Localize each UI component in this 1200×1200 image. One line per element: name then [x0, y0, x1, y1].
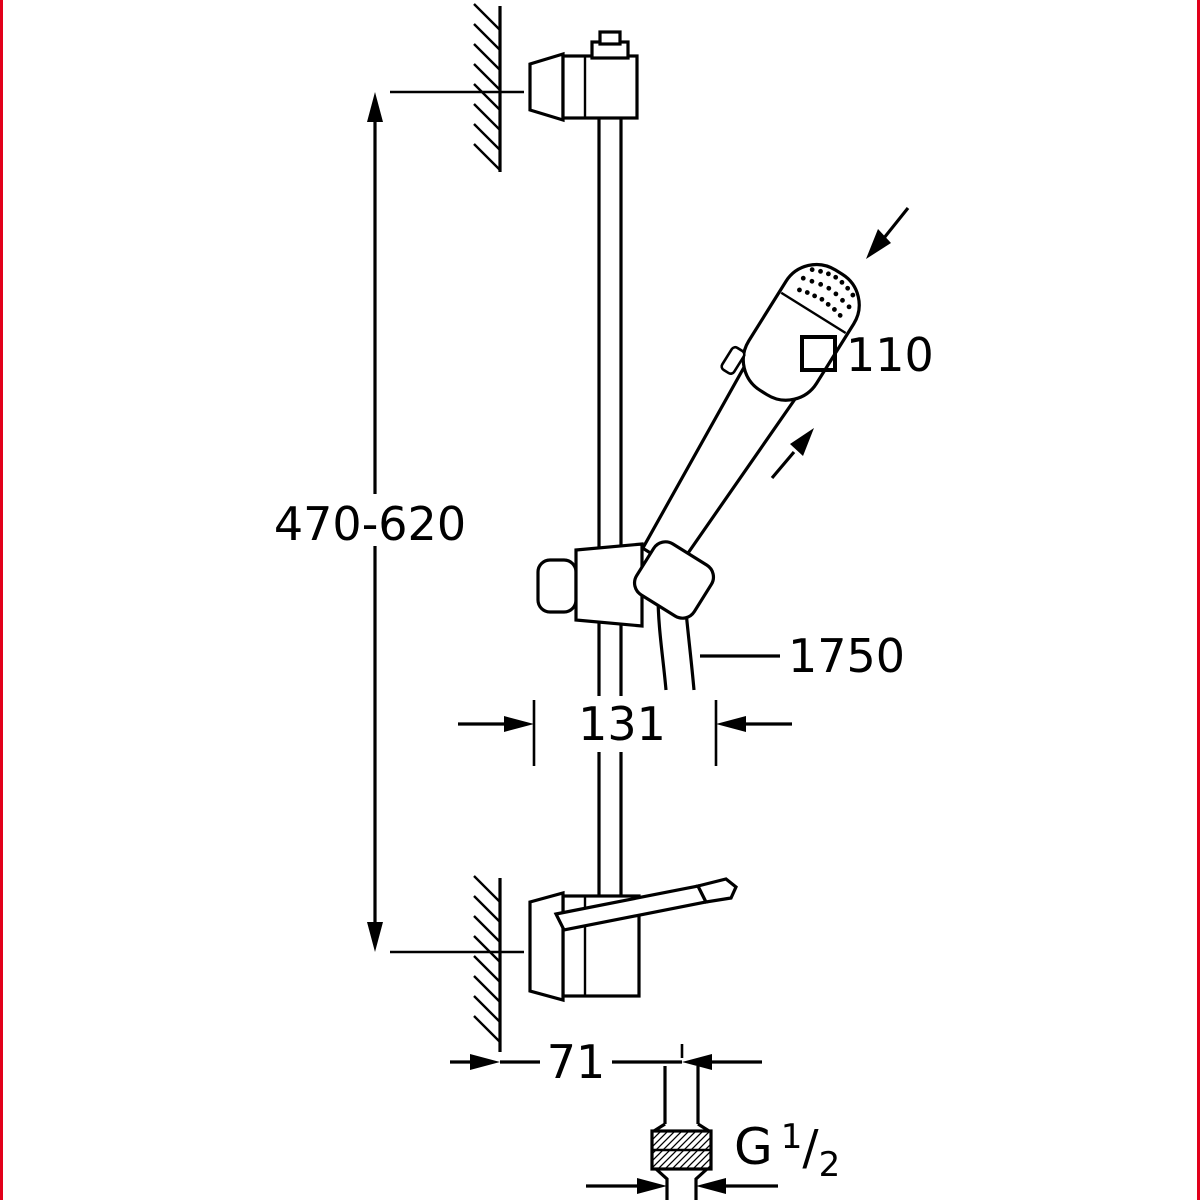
left-edge-accent-line — [0, 0, 3, 1200]
arrowhead-down-left — [866, 229, 891, 259]
thread-numerator: 1 — [781, 1117, 803, 1157]
right-edge-accent-line — [1197, 0, 1200, 1200]
thread-slash: / — [802, 1120, 819, 1176]
dim-rail-height: 470-620 — [274, 90, 524, 954]
dim-fitting-width — [586, 1178, 778, 1194]
dim-rail-depth: 131 — [458, 697, 792, 766]
shower-rail — [597, 118, 623, 910]
thread-denominator: 2 — [819, 1145, 841, 1185]
arrowhead-up-right — [790, 428, 814, 456]
soap-tray — [553, 877, 738, 932]
arrowhead-right — [637, 1178, 667, 1194]
head-size-label: 110 — [846, 328, 934, 382]
arrowhead-down — [367, 922, 383, 952]
square-dimension-symbol — [800, 335, 837, 372]
tray-lip — [695, 877, 738, 904]
rail-holder — [536, 540, 716, 628]
dim-hose-length: 1750 — [700, 629, 905, 683]
rail-height-label: 470-620 — [274, 497, 466, 551]
arrowhead-up — [367, 92, 383, 122]
arrowhead-right — [470, 1054, 500, 1070]
dim-wall-offset: 71 — [450, 1035, 762, 1089]
arrowhead-right — [504, 716, 534, 732]
thread-prefix: G — [734, 1118, 773, 1176]
arrowhead-left — [682, 1054, 712, 1070]
spray-mode-button — [720, 345, 746, 375]
wall-section-bottom — [473, 875, 502, 1052]
mount-bracket-top — [528, 30, 639, 123]
hose-outlet-fitting — [650, 1066, 713, 1200]
hose-length-label: 1750 — [788, 629, 905, 683]
dim-head-size: 110 — [770, 207, 934, 480]
arrowhead-left — [716, 716, 746, 732]
arrowhead-left — [696, 1178, 726, 1194]
hand-shower — [640, 262, 861, 572]
wall-offset-label: 71 — [547, 1035, 606, 1089]
spray-face-nozzles — [797, 267, 856, 318]
rail-depth-label: 131 — [578, 697, 666, 751]
holder-knob — [536, 558, 578, 614]
holder-collar — [632, 540, 716, 620]
wall-section-top — [473, 3, 502, 172]
